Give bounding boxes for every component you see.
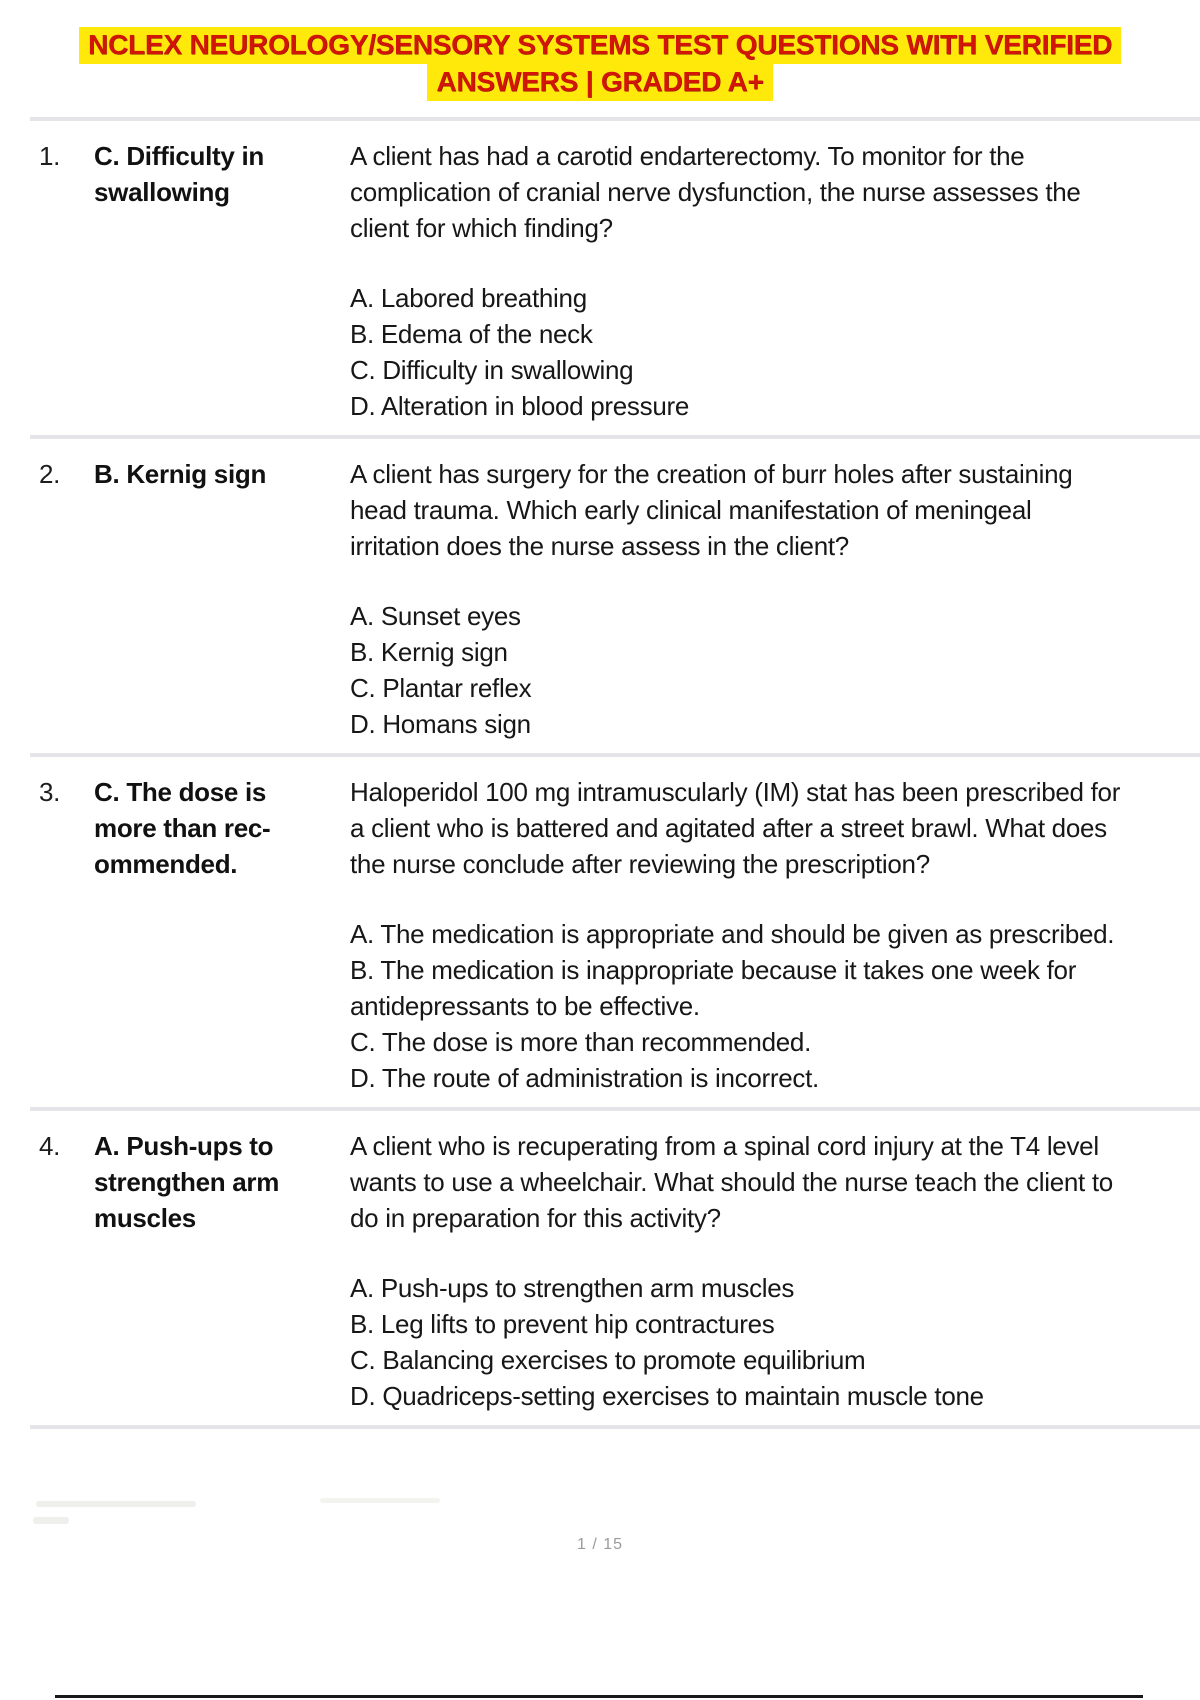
question-row: 1. C. Difficulty in swallowing A client … [30, 117, 1200, 435]
question-text: Haloperidol 100 mg intramuscularly (IM) … [350, 777, 1121, 879]
option: A. Labored breathing [350, 283, 587, 313]
page-title: NCLEX NEUROLOGY/SENSORY SYSTEMS TEST QUE… [0, 0, 1200, 101]
title-line-1: NCLEX NEUROLOGY/SENSORY SYSTEMS TEST QUE… [78, 27, 1122, 64]
option: B. Kernig sign [350, 637, 508, 667]
section-divider [30, 1425, 1200, 1429]
option: C. Plantar reflex [350, 673, 532, 703]
question-text: A client who is recuperating from a spin… [350, 1131, 1113, 1233]
option: A. The medication is appropriate and sho… [350, 919, 1115, 949]
question-block: A client has surgery for the creation of… [350, 456, 1125, 742]
title-line-2: ANSWERS | GRADED A+ [427, 64, 773, 101]
faded-text-artifact [36, 1501, 196, 1507]
question-text: A client has surgery for the creation of… [350, 459, 1073, 561]
option: B. Leg lifts to prevent hip contractures [350, 1309, 775, 1339]
page-indicator: 1 / 15 [576, 1536, 624, 1553]
question-number: 2. [39, 459, 61, 489]
option: C. Balancing exercises to promote equili… [350, 1345, 866, 1375]
answer-text: A. Push-ups to strengthen arm muscles [94, 1131, 280, 1233]
faded-text-artifact [33, 1517, 69, 1524]
answer-text: C. Difficulty in swallowing [94, 141, 264, 207]
question-block: A client who is recuperating from a spin… [350, 1128, 1125, 1414]
option: C. Difficulty in swallowing [350, 355, 634, 385]
option: D. Alteration in blood pressure [350, 391, 690, 421]
option: A. Sunset eyes [350, 601, 521, 631]
question-row: 3. C. The dose is more than rec- ommende… [30, 753, 1200, 1107]
option: C. The dose is more than recommended. [350, 1027, 811, 1057]
option: D. The route of administration is incorr… [350, 1063, 819, 1093]
answer-text: B. Kernig sign [94, 459, 267, 489]
option: D. Quadriceps-setting exercises to maint… [350, 1381, 984, 1411]
option: B. Edema of the neck [350, 319, 593, 349]
question-row: 2. B. Kernig sign A client has surgery f… [30, 435, 1200, 753]
question-block: Haloperidol 100 mg intramuscularly (IM) … [350, 774, 1125, 1096]
answer-text: C. The dose is more than rec- ommended. [94, 777, 271, 879]
option: D. Homans sign [350, 709, 531, 739]
question-list: 1. C. Difficulty in swallowing A client … [0, 117, 1200, 1425]
option: A. Push-ups to strengthen arm muscles [350, 1273, 795, 1303]
faded-text-artifact [320, 1498, 440, 1503]
question-number: 3. [39, 777, 61, 807]
options: A. The medication is appropriate and sho… [350, 916, 1125, 1096]
options: A. Labored breathing B. Edema of the neck… [350, 280, 1125, 424]
question-number: 4. [39, 1131, 61, 1161]
bottom-rule [55, 1695, 1143, 1698]
question-number: 1. [39, 141, 61, 171]
question-block: A client has had a carotid endarterectom… [350, 138, 1125, 424]
options: A. Push-ups to strengthen arm muscles B. … [350, 1270, 1125, 1414]
question-text: A client has had a carotid endarterectom… [350, 141, 1081, 243]
option: B. The medication is inappropriate becau… [350, 955, 1077, 1021]
options: A. Sunset eyes B. Kernig sign C. Plantar r… [350, 598, 1125, 742]
question-row: 4. A. Push-ups to strengthen arm muscles… [30, 1107, 1200, 1425]
